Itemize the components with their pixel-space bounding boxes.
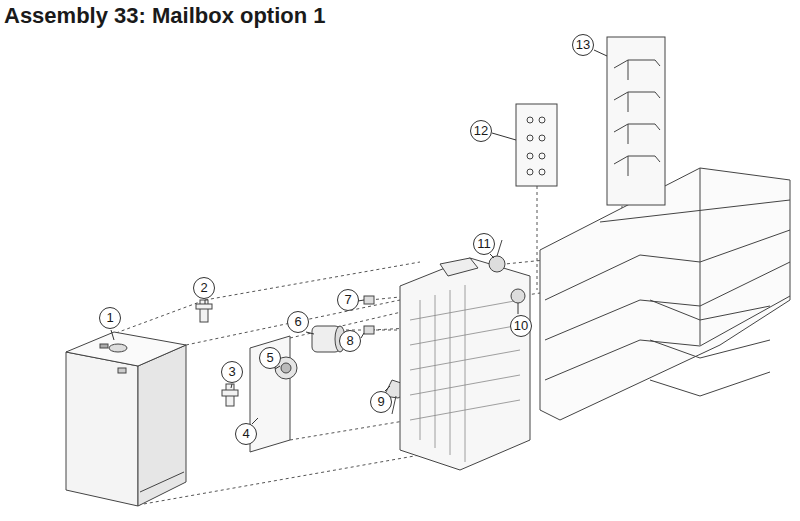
small-parts: [196, 296, 410, 452]
callout-number: 6: [287, 311, 309, 333]
frame-part: [400, 240, 530, 470]
cover-part: [66, 332, 186, 506]
callout-number: 13: [572, 34, 594, 56]
leader-lines: [111, 50, 607, 424]
part-groups: [516, 37, 665, 205]
callout-number: 11: [473, 233, 495, 255]
callout-number: 12: [470, 120, 492, 142]
callout-number: 2: [193, 277, 215, 299]
callout-number: 1: [99, 307, 121, 329]
callout-number: 10: [510, 315, 532, 337]
tray-stack: [540, 168, 790, 420]
callout-number: 8: [339, 330, 361, 352]
assembly-title: Assembly 33: Mailbox option 1: [4, 3, 326, 29]
callout-number: 4: [235, 423, 257, 445]
callout-number: 5: [259, 347, 281, 369]
callout-number: 9: [370, 391, 392, 413]
callout-number: 3: [221, 361, 243, 383]
callout-number: 7: [337, 289, 359, 311]
